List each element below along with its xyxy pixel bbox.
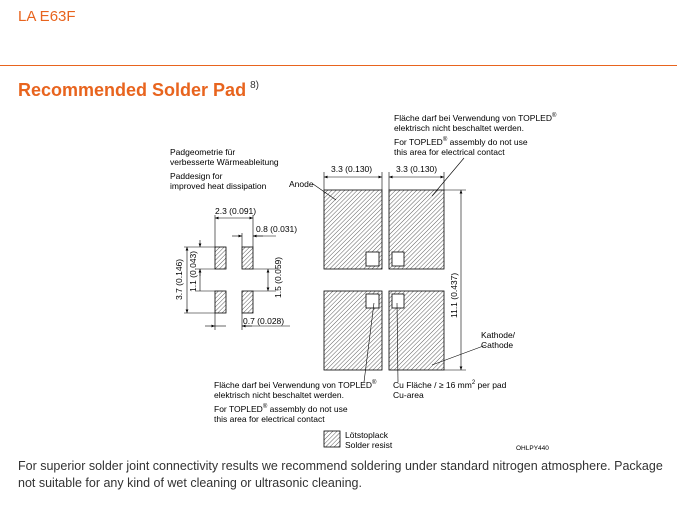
small-pad-top-right — [241, 246, 254, 270]
note-cu-line2: Cu-area — [393, 390, 424, 400]
dim-0-8: 0.8 (0.031) — [256, 224, 297, 234]
small-pad-labels: Padgeometrie für verbesserte Wärmeableit… — [170, 147, 297, 326]
note-bottom-de-line2: elektrisch nicht beschaltet werden. — [214, 390, 344, 400]
dim-3-3-right: 3.3 (0.130) — [396, 164, 437, 174]
pad-anode-top-notch — [365, 251, 380, 267]
dim-3-3-left: 3.3 (0.130) — [331, 164, 372, 174]
footer-note: For superior solder joint connectivity r… — [18, 459, 663, 490]
main-pad-diagram — [312, 157, 487, 383]
label-padgeo-line1: Padgeometrie für — [170, 147, 235, 157]
label-paddesign-line1: Paddesign for — [170, 171, 223, 181]
legend-label-en: Solder resist — [345, 440, 393, 450]
drawing-id: OHLPY440 — [516, 445, 549, 452]
legend: Lötstoplack Solder resist — [323, 430, 393, 450]
label-cathode: Cathode — [481, 340, 513, 350]
dim-1-1: 1.1 (0.043) — [188, 251, 198, 292]
legend-swatch — [323, 430, 341, 448]
note-top-de-line2: elektrisch nicht beschaltet werden. — [394, 123, 524, 133]
label-paddesign-line2: improved heat dissipation — [170, 181, 267, 191]
note-top-en-line1: For TOPLED® assembly do not use — [394, 136, 528, 147]
pad-bottom-left-notch — [365, 293, 380, 309]
product-code: LA E63F — [18, 8, 76, 25]
note-top-de-line1: Fläche darf bei Verwendung von TOPLED® — [394, 112, 557, 123]
header-divider — [0, 65, 677, 66]
note-bottom-en-line2: this area for electrical contact — [214, 414, 325, 424]
main-pad-labels: 3.3 (0.130) 3.3 (0.130) 11.1 (0.437) Ano… — [214, 112, 557, 424]
dim-1-5: 1.5 (0.059) — [273, 257, 283, 298]
dim-2-3: 2.3 (0.091) — [215, 206, 256, 216]
pad-cathode-bottom-notch — [391, 293, 405, 309]
small-pad-bottom-left — [214, 290, 227, 314]
dim-11-1: 11.1 (0.437) — [449, 273, 459, 318]
note-top-en-line2: this area for electrical contact — [394, 147, 505, 157]
label-anode: Anode — [289, 179, 314, 189]
dim-3-7: 3.7 (0.146) — [174, 259, 184, 300]
dim-0-7: 0.7 (0.028) — [243, 316, 284, 326]
label-kathode: Kathode/ — [481, 330, 516, 340]
small-pad-bottom-right — [241, 290, 254, 314]
pad-top-right-notch — [391, 251, 405, 267]
note-bottom-de-line1: Fläche darf bei Verwendung von TOPLED® — [214, 379, 377, 390]
legend-label-de: Lötstoplack — [345, 430, 389, 440]
note-cu-line1: Cu Fläche / ≥ 16 mm2 per pad — [393, 380, 507, 390]
section-title-text: Recommended Solder Pad — [18, 80, 247, 100]
small-pad-diagram — [184, 215, 290, 330]
section-footnote-ref: 8) — [250, 80, 259, 91]
note-bottom-en-line1: For TOPLED® assembly do not use — [214, 403, 348, 414]
small-pad-top-left — [214, 246, 227, 270]
label-padgeo-line2: verbesserte Wärmeableitung — [170, 157, 279, 167]
